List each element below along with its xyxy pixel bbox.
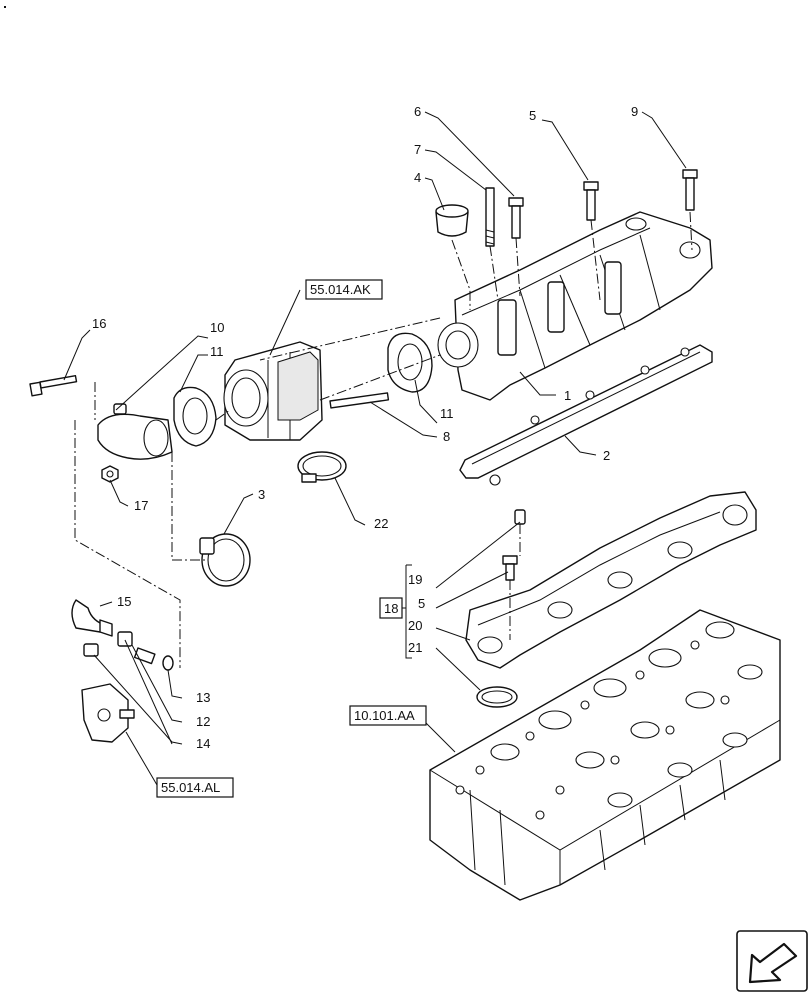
manifold-gasket: [459, 344, 713, 486]
callout-13: 13: [196, 690, 210, 705]
callout-3: 3: [258, 487, 265, 502]
callout-20: 20: [408, 618, 422, 633]
elbow-pipe: [97, 403, 173, 460]
flange-gasket: [173, 386, 217, 447]
callout-14: 14: [196, 736, 210, 751]
callout-4: 4: [414, 170, 421, 185]
reference-label: 10.101.AA: [354, 708, 415, 723]
reference-link-55-014-ak[interactable]: 55.014.AK: [305, 279, 383, 300]
sleeve: [435, 204, 469, 237]
callout-12: 12: [196, 714, 210, 729]
callout-15: 15: [117, 594, 131, 609]
hose-clamp: [297, 451, 347, 483]
alignment-lines: [74, 211, 693, 668]
reference-link-55-014-al[interactable]: 55.014.AL: [156, 777, 234, 798]
callout-17: 17: [134, 498, 148, 513]
flange-bolt: [502, 555, 518, 581]
fitting-nut: [117, 631, 133, 647]
callout-16: 16: [92, 316, 106, 331]
intake-manifold: [437, 211, 713, 401]
corner-mark: [4, 6, 6, 8]
callout-11-right: 11: [440, 406, 454, 421]
callout-6: 6: [414, 104, 421, 119]
flange-bolt: [508, 197, 524, 239]
flange-bolt: [583, 181, 599, 221]
hose: [71, 599, 113, 637]
sensor-assembly: [81, 683, 135, 743]
reference-label: 55.014.AK: [310, 282, 371, 297]
seal-ring: [162, 655, 174, 671]
stud-bolt: [485, 187, 495, 247]
callout-1: 1: [564, 388, 571, 403]
throttle-body: [223, 341, 323, 441]
callout-18-box: 18: [379, 597, 403, 619]
callout-22: 22: [374, 516, 388, 531]
nut: [83, 643, 99, 657]
leader-lines: [63, 111, 687, 786]
callout-11-left: 11: [210, 344, 224, 359]
sensor-stud: [514, 509, 526, 525]
callout-19: 19: [408, 572, 422, 587]
flange-bolt: [682, 169, 698, 211]
stud: [329, 392, 390, 409]
o-ring: [476, 686, 518, 708]
callout-5: 5: [529, 108, 536, 123]
reference-label: 55.014.AL: [161, 780, 220, 795]
callout-5-cover: 5: [418, 596, 425, 611]
reference-link-10-101-aa[interactable]: 10.101.AA: [349, 705, 427, 726]
callout-labels: 1 2 3 4 5 5 6 7 8 9 10 11 11 12 13 14 15…: [92, 104, 638, 751]
cylinder-head: [429, 609, 781, 901]
rocker-cover: [465, 491, 757, 669]
bolt: [29, 375, 78, 397]
callout-9: 9: [631, 104, 638, 119]
navigation-arrow-icon[interactable]: [736, 930, 808, 992]
callout-7: 7: [414, 142, 421, 157]
callout-21: 21: [408, 640, 422, 655]
callout-8: 8: [443, 429, 450, 444]
hose-clamp: [199, 533, 251, 587]
nut: [101, 465, 119, 483]
callout-2: 2: [603, 448, 610, 463]
callout-10: 10: [210, 320, 224, 335]
callout-18: 18: [384, 601, 398, 616]
flange-gasket: [387, 332, 433, 393]
